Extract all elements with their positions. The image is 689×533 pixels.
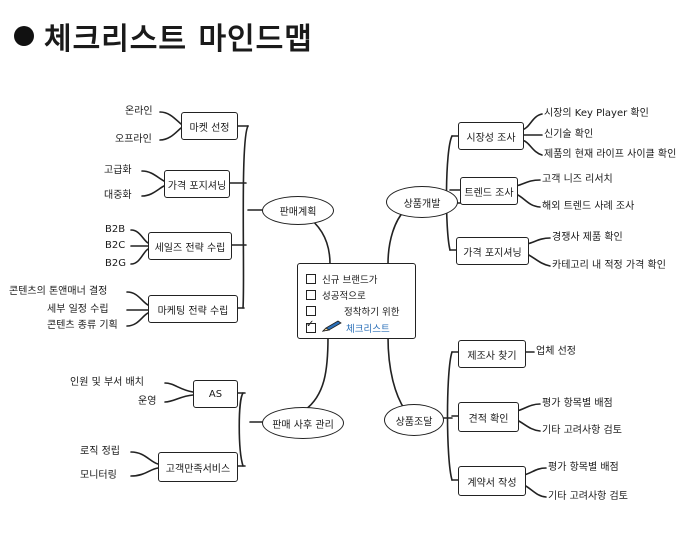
pencil-icon	[321, 320, 342, 335]
branch-find-manufacturer[interactable]: 제조사 찾기	[458, 340, 526, 368]
leaf-contract-other: 기타 고려사항 검토	[548, 491, 628, 502]
hub-sourcing-label: 상품조달	[395, 416, 433, 428]
branch-label: 제조사 찾기	[467, 350, 517, 362]
hub-after-sales-label: 판매 사후 관리	[272, 419, 334, 431]
hub-after-sales[interactable]: 판매 사후 관리	[262, 407, 344, 439]
link-center-after-sales	[304, 336, 329, 411]
branch-label: 견적 확인	[468, 413, 509, 425]
leaf-monitoring: 모니터링	[80, 470, 117, 481]
branch-label: AS	[208, 388, 223, 400]
branch-market-select[interactable]: 마켓 선정	[181, 112, 238, 140]
leaf-contract-scoring: 평가 항목별 배점	[548, 462, 619, 473]
branch-trend-research[interactable]: 트렌드 조사	[460, 177, 518, 205]
checkbox-icon[interactable]	[306, 274, 316, 284]
branch-quote-check[interactable]: 견적 확인	[458, 402, 519, 432]
checked-checkbox-icon[interactable]	[306, 319, 316, 333]
hub-sales-plan[interactable]: 판매계획	[262, 196, 334, 225]
branch-label: 마켓 선정	[189, 122, 230, 134]
leaf-logic: 로직 정립	[80, 446, 120, 457]
link-center-product-dev	[387, 209, 406, 265]
checklist-row-4: 체크리스트	[306, 319, 390, 335]
hub-product-dev-label: 상품개발	[403, 198, 441, 210]
leaf-operation: 운영	[138, 396, 157, 407]
checkbox-icon[interactable]	[306, 306, 316, 316]
leaf-category-price: 카테고리 내 적정 가격 확인	[552, 260, 666, 271]
title-bullet-icon	[14, 26, 34, 46]
leaf-tone-manner: 콘텐츠의 톤앤매너 결정	[9, 286, 108, 297]
branch-market-research[interactable]: 시장성 조사	[458, 122, 524, 150]
leaf-staffing: 인원 및 부서 배치	[70, 377, 144, 388]
branch-sales-strategy[interactable]: 세일즈 전략 수립	[148, 232, 232, 260]
leaf-quote-scoring: 평가 항목별 배점	[542, 398, 613, 409]
hub-product-dev[interactable]: 상품개발	[386, 186, 458, 218]
branch-label: 마케팅 전략 수립	[157, 305, 229, 317]
checklist-line-4: 체크리스트	[346, 323, 390, 335]
branch-customer-service[interactable]: 고객만족서비스	[158, 452, 238, 482]
branch-label: 가격 포지셔닝	[463, 247, 522, 259]
branch-label: 계약서 작성	[467, 477, 517, 489]
leaf-customer-needs: 고객 니즈 리서치	[542, 174, 613, 185]
checklist-line-2: 성공적으로	[322, 291, 366, 302]
leaf-b2b: B2B	[105, 224, 126, 235]
leaf-content-type: 콘텐츠 종류 기획	[47, 320, 118, 331]
checklist-line-3: 정착하기 위한	[344, 307, 400, 318]
hub-sales-plan-label: 판매계획	[279, 207, 317, 218]
hub-sourcing[interactable]: 상품조달	[384, 404, 444, 436]
leaf-new-tech: 신기술 확인	[544, 129, 594, 140]
leaf-premium: 고급화	[104, 165, 132, 176]
leaf-mass-market: 대중화	[104, 190, 132, 201]
leaf-competitor-products: 경쟁사 제품 확인	[552, 232, 623, 243]
page-title-text: 체크리스트 마인드맵	[44, 22, 313, 57]
checklist-line-1: 신규 브랜드가	[322, 275, 378, 286]
leaf-vendor-selection: 업체 선정	[536, 346, 576, 357]
link-center-sourcing	[387, 336, 406, 411]
page-title: 체크리스트 마인드맵	[14, 14, 313, 58]
leaf-offline: 오프라인	[115, 134, 152, 145]
leaf-detailed-schedule: 세부 일정 수립	[47, 304, 109, 315]
leaf-life-cycle: 제품의 현재 라이프 사이클 확인	[544, 149, 677, 160]
branch-label: 가격 포지셔닝	[167, 180, 227, 192]
branch-label: 세일즈 전략 수립	[154, 242, 226, 254]
leaf-overseas-trends: 해외 트렌드 사례 조사	[542, 201, 635, 212]
branch-price-positioning-right[interactable]: 가격 포지셔닝	[456, 237, 529, 265]
branch-label: 트렌드 조사	[464, 187, 514, 199]
checklist-row-1: 신규 브랜드가	[306, 272, 377, 286]
checklist-row-2: 성공적으로	[306, 288, 366, 302]
checklist-row-3: 정착하기 위한	[306, 304, 399, 318]
center-checklist-card: 신규 브랜드가 성공적으로 정착하기 위한 체크리스트	[297, 263, 416, 339]
branch-as[interactable]: AS	[193, 380, 238, 408]
leaf-online: 온라인	[125, 106, 153, 117]
leaf-quote-other: 기타 고려사항 검토	[542, 425, 622, 436]
link-trunk-left-upper	[242, 125, 249, 309]
branch-label: 시장성 조사	[466, 132, 516, 144]
branch-price-positioning-left[interactable]: 가격 포지셔닝	[164, 170, 230, 198]
leaf-b2g: B2G	[105, 258, 126, 269]
branch-contract[interactable]: 계약서 작성	[458, 466, 526, 496]
leaf-key-player: 시장의 Key Player 확인	[544, 108, 649, 119]
branch-label: 고객만족서비스	[165, 463, 231, 475]
leaf-b2c: B2C	[105, 240, 126, 251]
checkbox-icon[interactable]	[306, 290, 316, 300]
branch-marketing-strategy[interactable]: 마케팅 전략 수립	[148, 295, 238, 323]
